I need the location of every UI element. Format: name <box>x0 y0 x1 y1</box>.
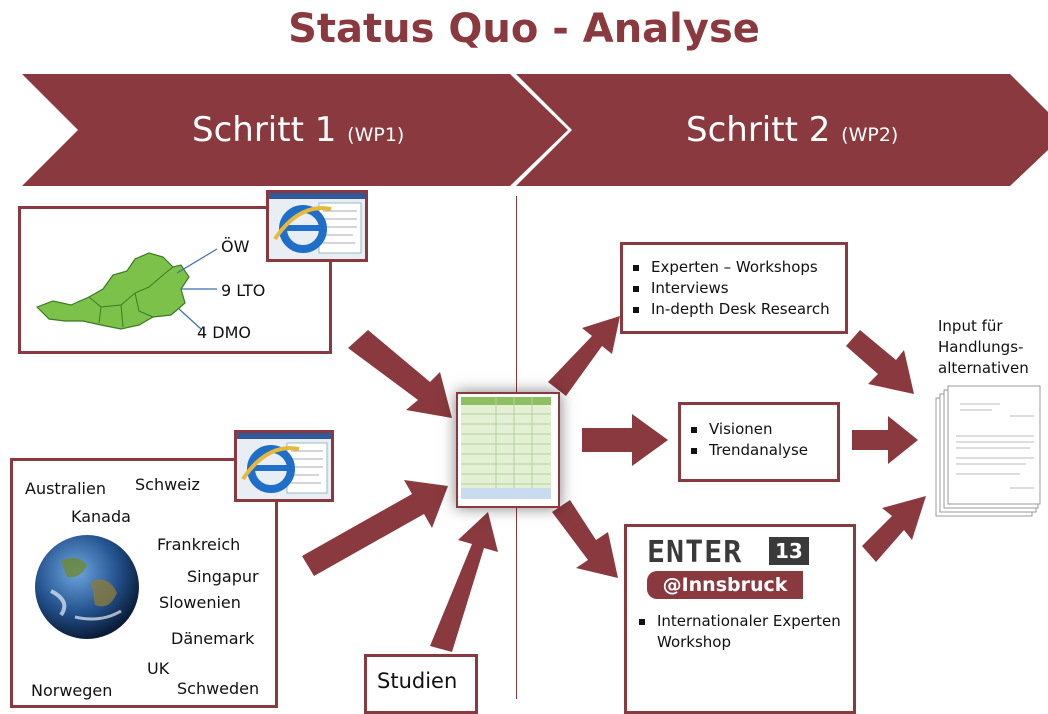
austria-map-icon <box>35 252 190 330</box>
arrow-table-to-methods <box>548 316 620 396</box>
arrow-austria-to-table <box>348 330 452 418</box>
country-uk: UK <box>147 659 170 678</box>
country-schweiz: Schweiz <box>135 475 200 494</box>
internet-explorer-icon-2 <box>234 430 334 502</box>
chevron-step-2 <box>516 74 1048 186</box>
country-daenemark: Dänemark <box>171 629 255 648</box>
label-9-lto: 9 LTO <box>221 281 266 300</box>
country-norwegen: Norwegen <box>31 681 113 700</box>
method-item: Experten – Workshops <box>629 257 830 278</box>
label-4-dmo: 4 DMO <box>197 323 251 342</box>
document-stack-icon <box>935 385 1041 517</box>
country-frankreich: Frankreich <box>157 535 241 554</box>
label-oew: ÖW <box>221 237 250 256</box>
output-label: Input für Handlungs- alternativen <box>938 317 1029 377</box>
vision-item: Visionen <box>687 419 808 440</box>
country-schweden: Schweden <box>177 679 260 698</box>
arrow-table-to-enter <box>552 500 618 578</box>
country-singapur: Singapur <box>187 567 259 586</box>
flow-arrows <box>302 316 926 652</box>
method-item: Interviews <box>629 278 830 299</box>
arrow-visions-to-output <box>852 416 918 464</box>
enter13-logo: ENTER 13 @Innsbruck <box>647 531 825 601</box>
step-1-label: Schritt 1 (WP1) <box>192 110 405 150</box>
countries-box: Australien Schweiz Kanada Frankreich Sin… <box>10 458 278 708</box>
country-kanada: Kanada <box>71 507 131 526</box>
globe-icon <box>35 535 139 639</box>
arrow-enter-to-output <box>862 496 926 562</box>
spreadsheet-icon <box>456 392 560 508</box>
arrow-countries-to-table <box>302 480 448 576</box>
methods-box: Experten – Workshops Interviews In-depth… <box>620 242 848 334</box>
studien-label: Studien <box>377 669 458 693</box>
enter-item: Internationaler Experten Workshop <box>635 611 845 653</box>
chevron-banner <box>22 74 1048 186</box>
chevron-step-1 <box>22 74 568 186</box>
enter-box: ENTER 13 @Innsbruck Internationaler Expe… <box>624 524 856 714</box>
arrow-methods-to-output <box>846 330 914 394</box>
internet-explorer-icon <box>266 190 368 262</box>
arrow-table-to-visions <box>582 414 668 466</box>
studien-box: Studien <box>364 654 478 714</box>
step-2-label: Schritt 2 (WP2) <box>686 110 899 150</box>
map-callout-lines <box>176 248 218 330</box>
visions-box: Visionen Trendanalyse <box>678 402 840 482</box>
vision-item: Trendanalyse <box>687 440 808 461</box>
page-title: Status Quo - Analyse <box>288 6 760 52</box>
arrow-studien-to-table <box>430 512 498 652</box>
country-australien: Australien <box>25 479 106 498</box>
method-item: In-depth Desk Research <box>629 299 830 320</box>
country-slowenien: Slowenien <box>159 593 241 612</box>
